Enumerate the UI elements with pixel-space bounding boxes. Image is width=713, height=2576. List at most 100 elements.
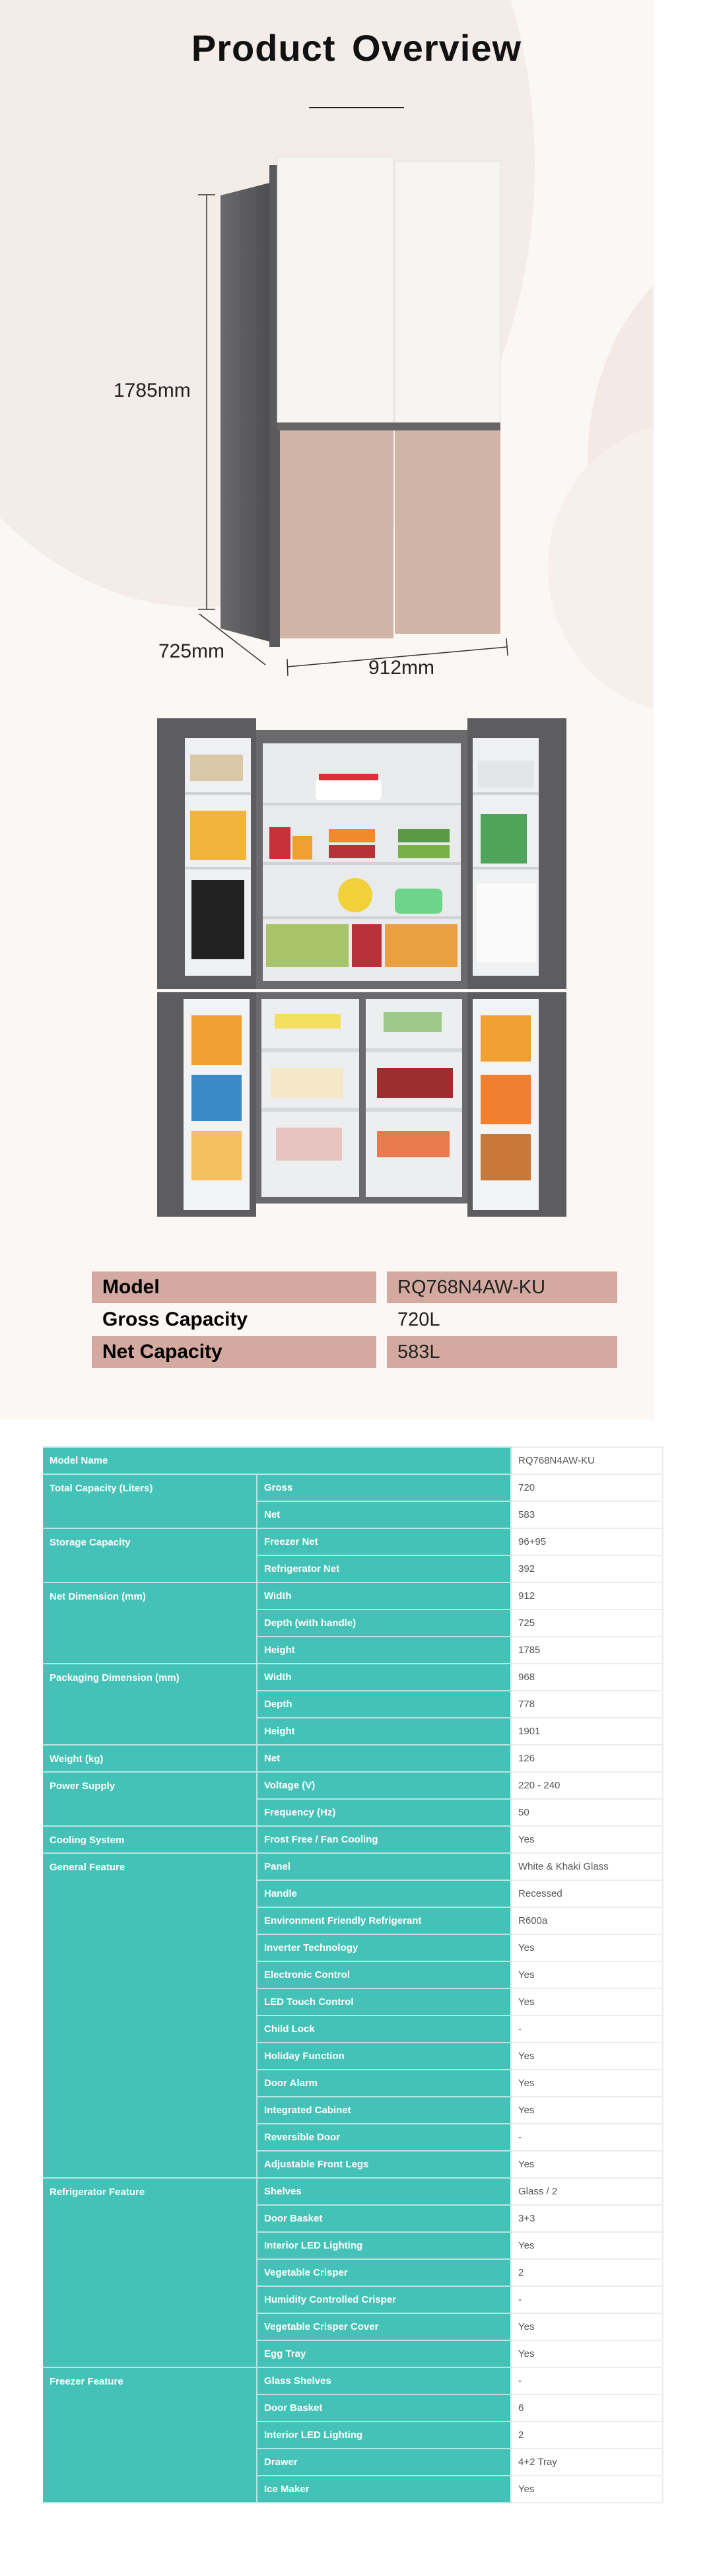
spec-group-label: Cooling System [43,1825,257,1854]
summary-table: Model RQ768N4AW-KU Gross Capacity 720L N… [92,1271,617,1369]
spec-value: Yes [510,2475,664,2503]
spec-value: 725 [510,1609,664,1637]
spec-item-label: Panel [257,1852,512,1881]
spec-item-label: Frost Free / Fan Cooling [257,1825,512,1854]
table-row: Depth (with handle)725 [43,1609,664,1637]
summary-row-model: Model RQ768N4AW-KU [92,1271,617,1303]
spec-value: Yes [510,2313,664,2341]
spec-item-label: Gross [257,1474,512,1502]
spec-value: Yes [510,2042,664,2070]
spec-value: 583 [510,1501,664,1529]
spec-group-label: General Feature [43,1852,257,2179]
spec-value: Glass / 2 [510,2177,664,2206]
summary-label: Net Capacity [92,1336,376,1368]
spec-group-label: Model Name [43,1446,512,1475]
spec-value: - [510,2015,664,2043]
spec-item-label: Electronic Control [257,1961,512,1989]
spec-group-label: Storage Capacity [43,1528,257,1583]
summary-label: Model [92,1271,376,1303]
spec-item-label: Net [257,1501,512,1529]
spec-item-label: Adjustable Front Legs [257,2150,512,2179]
spec-item-label: Glass Shelves [257,2367,512,2395]
spec-value: Yes [510,2096,664,2124]
summary-value: 583L [387,1336,617,1368]
spec-value: 50 [510,1798,664,1827]
spec-item-label: Child Lock [257,2015,512,2043]
spec-value: R600a [510,1907,664,1935]
spec-item-label: Integrated Cabinet [257,2096,512,2124]
spec-item-label: Egg Tray [257,2340,512,2368]
spec-value: 6 [510,2394,664,2422]
spec-value: Yes [510,1825,664,1854]
spec-item-label: Door Basket [257,2394,512,2422]
table-row: Reversible Door- [43,2123,664,2152]
spec-value: Yes [510,2150,664,2179]
spec-value: 2 [510,2258,664,2287]
spec-value: Yes [510,1988,664,2016]
spec-value: Yes [510,1961,664,1989]
spec-group-label: Total Capacity (Liters) [43,1474,257,1529]
fridge-open-image [157,718,566,1217]
spec-value: 1785 [510,1636,664,1664]
spec-value: 4+2 Tray [510,2448,664,2476]
spec-item-label: Handle [257,1880,512,1908]
spec-value: 96+95 [510,1528,664,1556]
spec-value: Yes [510,2231,664,2260]
fridge-side-panel [221,181,277,644]
spec-item-label: Voltage (V) [257,1771,512,1800]
spec-item-label: Ice Maker [257,2475,512,2503]
spec-value: RQ768N4AW-KU [510,1446,664,1475]
spec-item-label: Inverter Technology [257,1934,512,1962]
spec-item-label: Refrigerator Net [257,1555,512,1583]
spec-item-label: Depth (with handle) [257,1609,512,1637]
spec-item-label: Reversible Door [257,2123,512,2152]
spec-item-label: LED Touch Control [257,1988,512,2016]
summary-label: Gross Capacity [102,1308,248,1330]
spec-group-label: Refrigerator Feature [43,2177,257,2368]
spec-value: - [510,2286,664,2314]
spec-value: Yes [510,1934,664,1962]
spec-group-label: Power Supply [43,1771,257,1827]
upper-right-door [394,160,501,423]
spec-item-label: Interior LED Lighting [257,2421,512,2449]
spec-group-label: Freezer Feature [43,2367,257,2503]
spec-group-label: Packaging Dimension (mm) [43,1663,257,1746]
width-dimension-line [287,646,508,667]
spec-item-label: Shelves [257,2177,512,2206]
height-dimension-label: 1785mm [114,380,191,401]
title-divider [309,107,404,108]
page-edge [654,0,713,1419]
spec-value: 778 [510,1690,664,1718]
spec-value: Yes [510,2069,664,2097]
spec-item-label: Width [257,1582,512,1610]
spec-value: White & Khaki Glass [510,1852,664,1881]
table-row: Frequency (Hz)50 [43,1798,664,1827]
